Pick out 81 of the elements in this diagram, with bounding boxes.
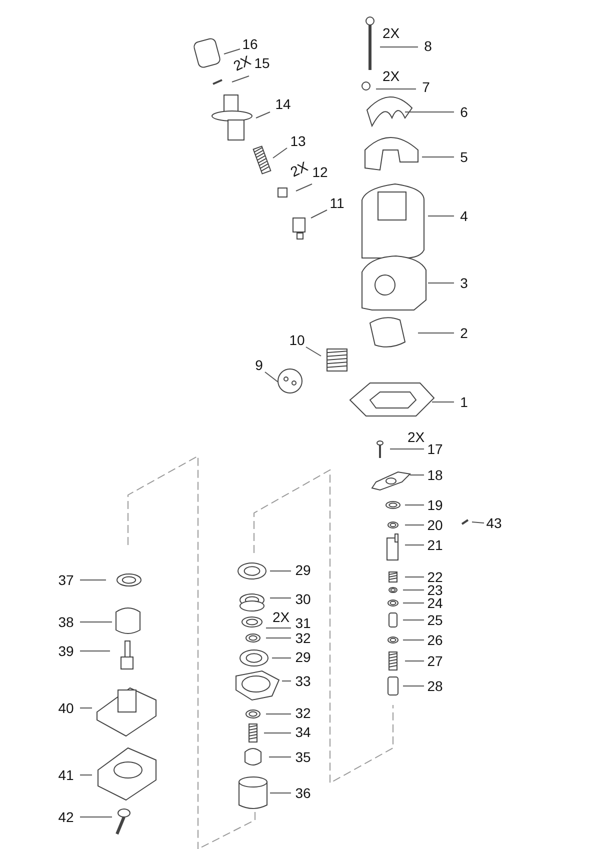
callout-number: 16: [242, 36, 258, 52]
callout-number: 23: [427, 582, 443, 598]
callout-number: 20: [427, 517, 443, 533]
callout-number: 9: [255, 357, 263, 373]
callout-number: 36: [295, 785, 311, 801]
quantity-label: 2X: [407, 429, 425, 445]
callout-number: 29: [295, 649, 311, 665]
callout-number: 42: [58, 809, 74, 825]
callout-number: 31: [295, 615, 311, 631]
quantity-label: 2X: [288, 158, 310, 180]
leader-line: [80, 774, 92, 776]
leader-line: [410, 474, 424, 476]
leader-line: [472, 522, 484, 524]
callout-number: 1: [460, 394, 468, 410]
quantity-label: 2X: [272, 609, 290, 625]
callout-number: 32: [295, 705, 311, 721]
leader-line: [256, 112, 270, 118]
leader-line: [272, 148, 288, 158]
callout-number: 6: [460, 104, 468, 120]
callout-number: 7: [422, 79, 430, 95]
leader-line: [422, 156, 454, 158]
callout-number: 14: [275, 96, 291, 112]
leader-line: [270, 570, 292, 572]
leader-line: [80, 816, 112, 818]
leader-line: [306, 346, 322, 356]
leader-line: [380, 46, 418, 48]
callout-number: 3: [460, 275, 468, 291]
callout-number: 43: [486, 515, 502, 531]
quantity-label: 2X: [230, 52, 254, 74]
callout-number: 15: [254, 55, 270, 71]
callout-number: 17: [427, 441, 443, 457]
callout-number: 28: [427, 678, 443, 694]
callout-number: 27: [427, 653, 443, 669]
leader-line: [404, 544, 424, 546]
leader-line: [224, 48, 240, 54]
callout-number: 38: [58, 614, 74, 630]
callout-number: 26: [427, 632, 443, 648]
leader-line: [404, 504, 424, 506]
callout-number: 18: [427, 467, 443, 483]
leader-line: [310, 210, 328, 218]
callout-number: 10: [289, 332, 305, 348]
leader-line: [404, 524, 424, 526]
callout-number: 29: [295, 562, 311, 578]
leader-line: [402, 602, 424, 604]
callout-number: 40: [58, 700, 74, 716]
callout-number: 4: [460, 208, 468, 224]
leader-line: [390, 448, 424, 450]
callout-number: 24: [427, 595, 443, 611]
callout-number: 22: [427, 569, 443, 585]
leader-line: [270, 792, 292, 794]
callout-number: 32: [295, 630, 311, 646]
callout-number: 35: [295, 749, 311, 765]
leader-line: [404, 576, 424, 578]
leader-line: [296, 184, 312, 192]
callout-number: 39: [58, 643, 74, 659]
leader-line: [268, 756, 292, 758]
callout-number: 21: [427, 537, 443, 553]
leader-line: [404, 660, 424, 662]
leader-line: [264, 732, 292, 734]
leader-line: [376, 88, 416, 90]
callout-number: 25: [427, 612, 443, 628]
callout-number: 37: [58, 572, 74, 588]
quantity-label: 2X: [382, 68, 400, 84]
callout-number: 5: [460, 149, 468, 165]
callout-number: 19: [427, 497, 443, 513]
callout-number: 2: [460, 325, 468, 341]
leader-line: [282, 680, 292, 682]
callout-number: 30: [295, 591, 311, 607]
callout-number: 41: [58, 767, 74, 783]
callout-number: 34: [295, 724, 311, 740]
callout-number: 11: [330, 195, 344, 211]
callout-number: 13: [290, 133, 306, 149]
callout-number: 8: [424, 38, 432, 54]
leader-line: [232, 76, 250, 82]
leader-line: [418, 332, 454, 334]
callout-number: 12: [312, 164, 328, 180]
leader-line: [264, 372, 278, 382]
leader-line: [428, 282, 454, 284]
leader-line: [80, 650, 110, 652]
callout-number: 33: [295, 673, 311, 689]
quantity-label: 2X: [382, 25, 400, 41]
